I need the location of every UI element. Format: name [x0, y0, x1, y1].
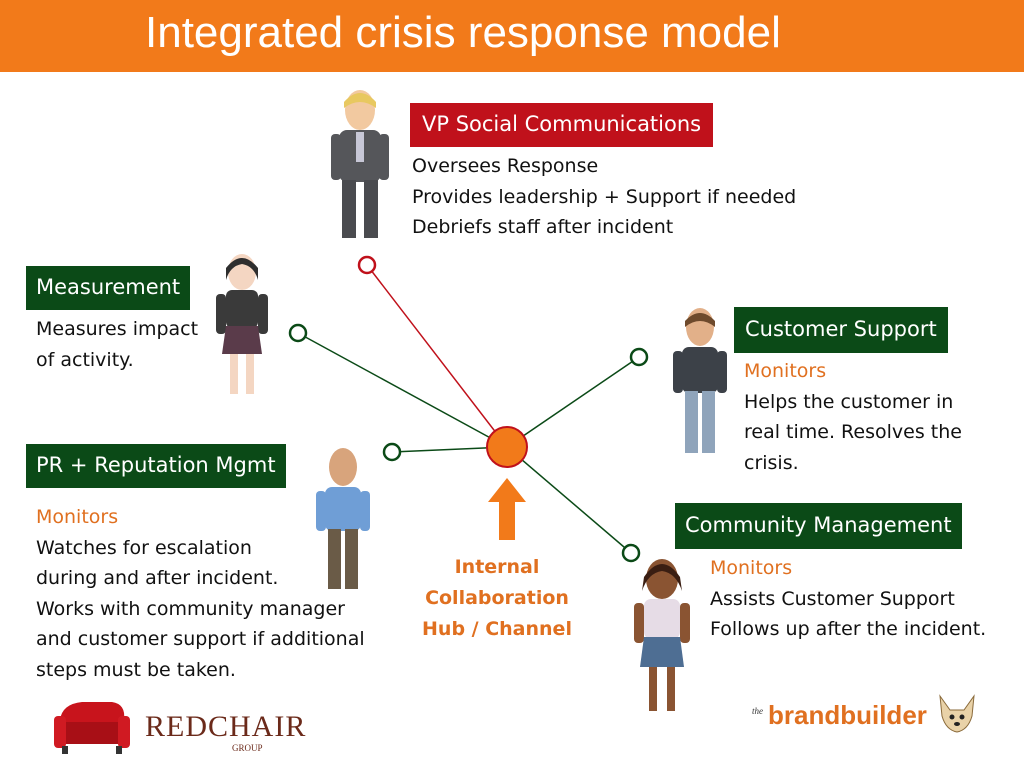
- brandbuilder-logo-the: the: [752, 706, 763, 716]
- pr-line: Works with community manager: [36, 597, 345, 620]
- redchair-logo-subtext: GROUP: [232, 743, 263, 753]
- hub-label: Internal Collaboration Hub / Channel: [408, 552, 586, 645]
- measurement-line: Measures impact: [36, 318, 199, 340]
- person-avatar-icon: [216, 254, 268, 394]
- person-avatar-icon: [634, 559, 690, 711]
- title-bar: [0, 0, 1024, 72]
- pr-line: during and after incident.: [36, 567, 279, 589]
- measurement-line: of activity.: [36, 348, 134, 371]
- hub-node: [486, 426, 528, 468]
- customer-support-label: Customer Support: [734, 307, 948, 353]
- measurement-description: Measures impact of activity.: [36, 314, 198, 375]
- node-customer-support: [629, 347, 649, 367]
- pr-line: steps must be taken.: [36, 658, 236, 681]
- connector-measurement: [297, 332, 508, 448]
- hub-line: Internal: [454, 556, 540, 578]
- customer-support-line: crisis.: [744, 451, 799, 474]
- customer-support-line: real time. Resolves the: [744, 421, 962, 443]
- node-vp: [357, 255, 377, 275]
- brandbuilder-logo-text: brandbuilder: [768, 700, 927, 730]
- hub-line: Hub / Channel: [422, 618, 572, 640]
- community-monitors: Monitors: [710, 557, 793, 579]
- redchair-logo-text: REDCHAIR: [145, 710, 307, 743]
- pr-reputation-label: PR + Reputation Mgmt: [26, 444, 286, 488]
- connector-customer-support: [506, 356, 640, 448]
- customer-support-line: Helps the customer in: [744, 390, 954, 413]
- hub-line: Collaboration: [425, 587, 569, 609]
- pr-line: Watches for escalation: [36, 536, 252, 559]
- pr-description: Monitors Watches for escalation during a…: [36, 502, 365, 685]
- person-avatar-icon: [673, 308, 727, 453]
- red-chair-logo-icon: [54, 702, 130, 754]
- measurement-label: Measurement: [26, 266, 191, 310]
- pr-line: and customer support if additional: [36, 628, 365, 650]
- slide-title: Integrated crisis response model: [145, 8, 781, 57]
- vp-line: Provides leadership + Support if needed: [412, 185, 797, 208]
- pr-monitors: Monitors: [36, 506, 119, 528]
- customer-support-monitors: Monitors: [744, 360, 827, 382]
- vp-description: Oversees Response Provides leadership + …: [412, 151, 796, 243]
- connector-vp: [366, 264, 508, 448]
- node-community: [621, 543, 641, 563]
- community-management-label: Community Management: [675, 503, 962, 549]
- vp-line: Debriefs staff after incident: [412, 216, 674, 238]
- connector-community: [506, 446, 632, 554]
- community-line: Follows up after the incident.: [710, 618, 987, 640]
- community-description: Monitors Assists Customer Support Follow…: [710, 553, 986, 645]
- community-line: Assists Customer Support: [710, 587, 955, 610]
- person-avatar-icon: [316, 448, 370, 589]
- node-measurement: [288, 323, 308, 343]
- person-avatar-icon: [331, 90, 389, 238]
- vp-line: Oversees Response: [412, 155, 599, 177]
- chihuahua-logo-icon: [939, 694, 975, 733]
- node-pr: [382, 442, 402, 462]
- customer-support-description: Monitors Helps the customer in real time…: [744, 356, 962, 478]
- vp-social-communications-label: VP Social Communications: [410, 103, 714, 147]
- up-arrow-icon: [488, 478, 526, 540]
